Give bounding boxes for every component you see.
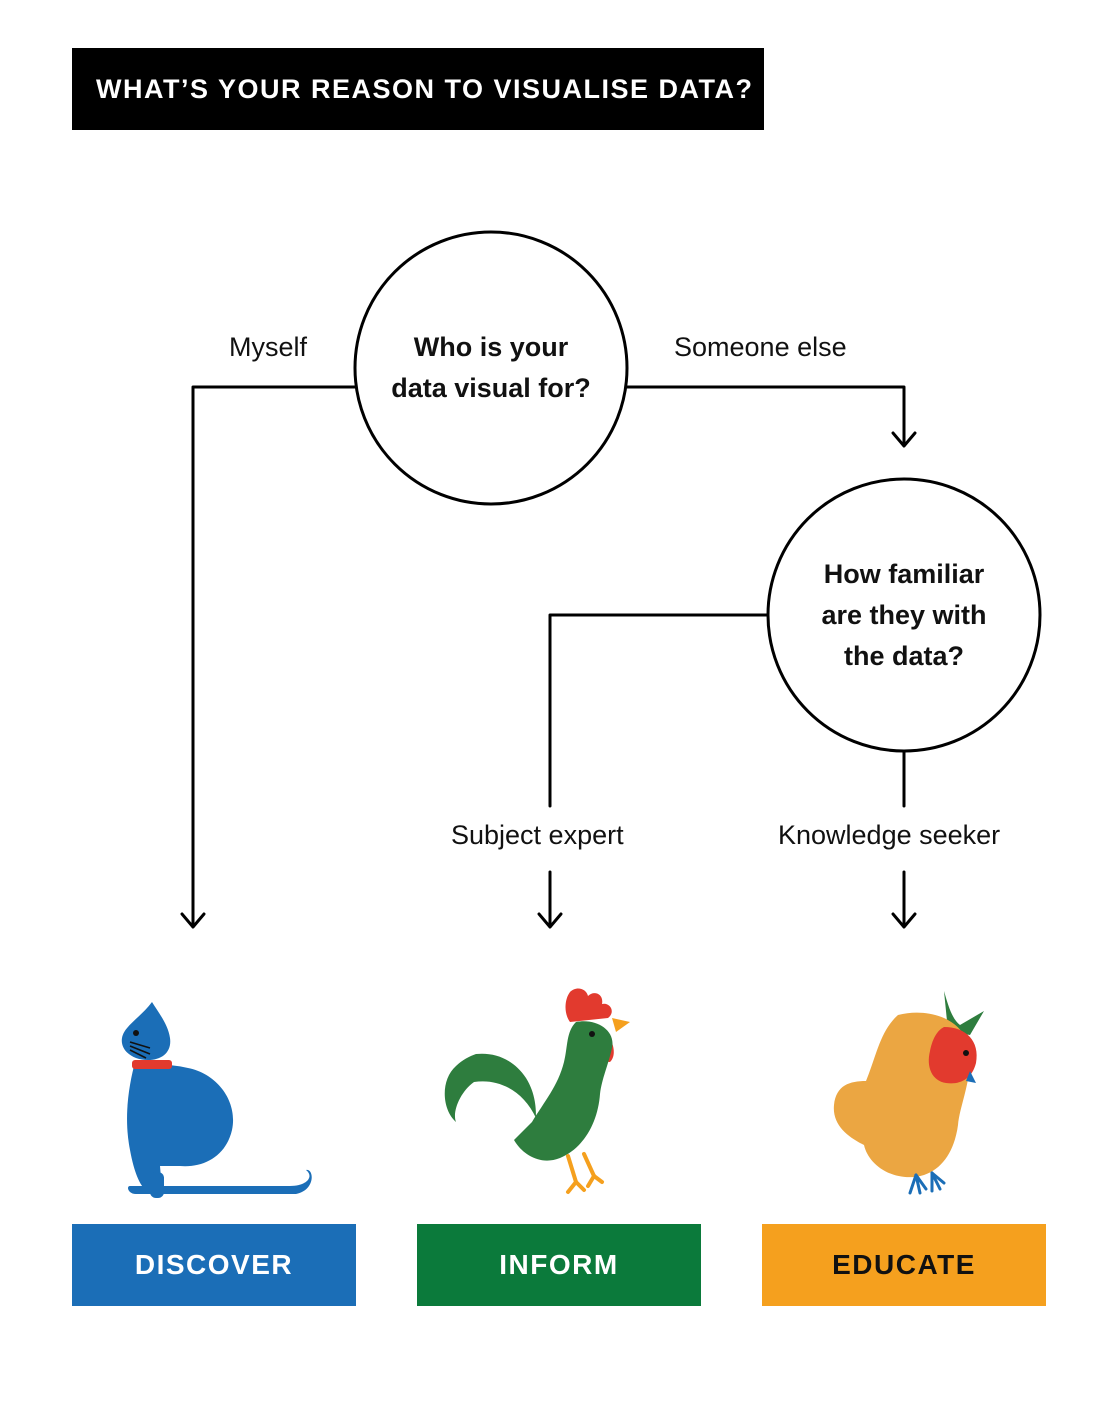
- arrow-knowledge-seeker-icon: [891, 912, 917, 929]
- branch-label-someone-else: Someone else: [674, 332, 847, 362]
- arrow-someone-else-icon: [891, 431, 917, 448]
- owl-icon: [833, 991, 984, 1195]
- branch-label-myself: Myself: [229, 332, 308, 362]
- question-familiarity-line3: the data?: [843, 641, 964, 671]
- outcome-inform-label: INFORM: [499, 1249, 619, 1280]
- question-familiarity: How familiar are they with the data?: [774, 554, 1034, 677]
- question-audience-line1: Who is your: [413, 332, 569, 362]
- question-familiarity-line1: How familiar: [823, 559, 985, 589]
- outcome-discover-label: DISCOVER: [134, 1249, 294, 1280]
- outcome-inform: INFORM: [417, 1224, 701, 1306]
- outcome-educate: EDUCATE: [762, 1224, 1046, 1306]
- question-familiarity-line2: are they with: [821, 600, 987, 630]
- connector-someone-else: [625, 385, 906, 446]
- branch-label-knowledge-seeker: Knowledge seeker: [778, 820, 1001, 850]
- connector-subject-expert: [548, 613, 770, 808]
- cat-icon: [121, 1002, 312, 1198]
- question-circle-audience: [353, 230, 629, 506]
- question-audience-line2: data visual for?: [391, 373, 591, 403]
- arrow-subject-expert-icon: [537, 912, 563, 929]
- outcome-discover: DISCOVER: [72, 1224, 356, 1306]
- outcome-educate-label: EDUCATE: [832, 1249, 976, 1280]
- title-banner: WHAT’S YOUR REASON TO VISUALISE DATA?: [72, 48, 764, 130]
- branch-label-subject-expert: Subject expert: [451, 820, 624, 850]
- rooster-icon: [444, 988, 630, 1194]
- connector-myself: [191, 385, 357, 927]
- page-title: WHAT’S YOUR REASON TO VISUALISE DATA?: [96, 73, 754, 104]
- arrow-myself-icon: [180, 912, 206, 929]
- question-audience: Who is your data visual for?: [361, 327, 621, 409]
